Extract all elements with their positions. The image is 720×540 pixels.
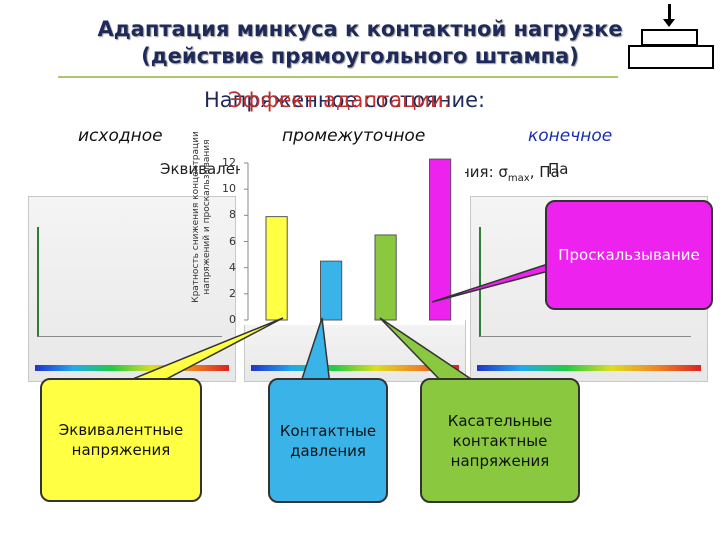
- bar-chart: [244, 158, 452, 321]
- color-scale: [477, 365, 701, 371]
- state-intermediate-label: промежуточное: [282, 126, 426, 146]
- tail-tangential: [379, 317, 483, 386]
- bar: [374, 234, 397, 321]
- state-final-label: конечное: [528, 126, 613, 146]
- slide-title-line1: Адаптация минкуса к контактной нагрузке: [97, 17, 623, 41]
- meniscus-block: [628, 45, 714, 69]
- y-tick-label: 6: [229, 234, 236, 248]
- bar: [429, 158, 452, 321]
- adaptation-chart: 0 2 4 6 8 10 12: [222, 155, 465, 326]
- unit-label: Па: [548, 160, 569, 178]
- contact-pressure-callout: Контактные давления: [268, 378, 388, 503]
- tail-contact: [298, 317, 331, 386]
- slide-title-line2: (действие прямоугольного штампа): [141, 44, 579, 68]
- load-arrow-icon: [663, 4, 675, 27]
- stress-state-heading: Напряженное состояние:: [204, 88, 486, 112]
- title-divider: [58, 76, 618, 78]
- equivalent-stress-callout: Эквивалентные напряжения: [40, 378, 202, 502]
- equivalent-stress-heading-right: ния: σmax, Па: [460, 163, 560, 184]
- y-tick-label: 0: [229, 313, 236, 326]
- tangential-stress-callout: Касательные контактные напряжения: [420, 378, 580, 503]
- stress-curve: [37, 227, 223, 338]
- y-tick-label: 8: [229, 208, 236, 222]
- y-tick-label: 12: [222, 156, 236, 169]
- state-initial-label: исходное: [78, 126, 163, 146]
- y-tick-label: 2: [229, 286, 236, 300]
- color-scale: [35, 365, 229, 371]
- color-scale: [251, 365, 459, 371]
- tail-equivalent: [117, 317, 284, 386]
- y-tick-label: 4: [229, 260, 236, 274]
- stress-curve: [479, 227, 692, 338]
- slip-callout: Проскальзывание: [545, 200, 713, 310]
- adaptation-effect-heading: Эффект адаптации:: [228, 88, 451, 112]
- y-tick-label: 10: [222, 182, 236, 196]
- bar: [320, 260, 343, 321]
- equivalent-stress-heading: Эквивален: [160, 160, 245, 178]
